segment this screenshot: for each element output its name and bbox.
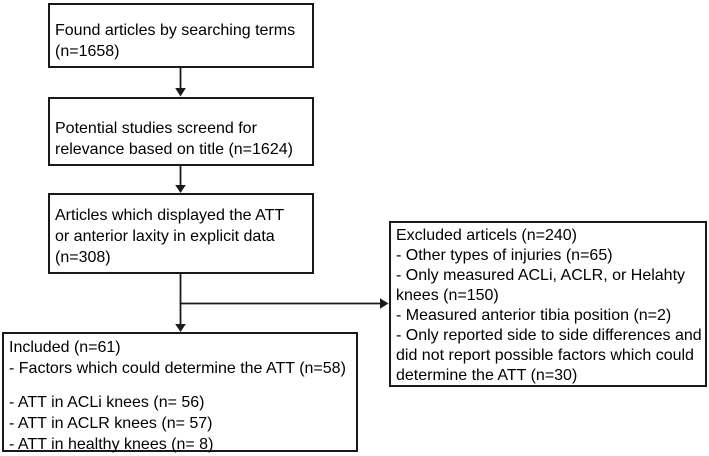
box-text-line: Found articles by searching terms (55, 22, 296, 39)
box-text-line: Excluded articels (n=240) (396, 227, 577, 244)
arrow-screened-to-explicit (175, 166, 186, 193)
box-text-line: - Only measured ACLi, ACLR, or Helahty k… (396, 267, 686, 304)
box-excluded-articles: Excluded articels (n=240) - Other types … (389, 221, 707, 387)
arrow-explicit-to-excluded (179, 298, 389, 309)
box-text-line: - ATT in ACLi knees (n= 56) (9, 394, 205, 411)
box-text-line: or anterior laxity in explicit data (55, 228, 275, 245)
box-text-line: relevance based on title (n=1624) (55, 141, 293, 158)
box-text-line: - Other types of injuries (n=65) (396, 247, 613, 264)
box-text-line: - Measured anterior tibia position (n=2) (396, 307, 672, 324)
box-text-line: - ATT in ACLR knees (n= 57) (9, 415, 213, 432)
arrow-found-to-screened (175, 68, 186, 97)
box-found-articles: Found articles by searching terms (n=165… (48, 3, 314, 68)
box-text-line: (n=1658) (55, 43, 120, 60)
box-text-line: - ATT in healthy knees (n= 8) (9, 436, 214, 453)
box-text-line: (n=308) (55, 249, 111, 266)
arrow-explicit-to-included (175, 274, 186, 332)
box-text-line: - Factors which could determine the ATT … (9, 360, 346, 377)
box-text-line (9, 379, 353, 392)
box-explicit-data-articles: Articles which displayed the ATT or ante… (48, 193, 314, 274)
box-screened-for-relevance: Potential studies screend for relevance … (48, 97, 314, 166)
box-text-line: - Only reported side to side differences… (396, 327, 702, 384)
box-text-line: Included (n=61) (9, 339, 121, 356)
box-text-line: Potential studies screend for (55, 120, 257, 137)
box-text-line: Articles which displayed the ATT (55, 207, 285, 224)
box-included-articles: Included (n=61) - Factors which could de… (2, 332, 358, 453)
